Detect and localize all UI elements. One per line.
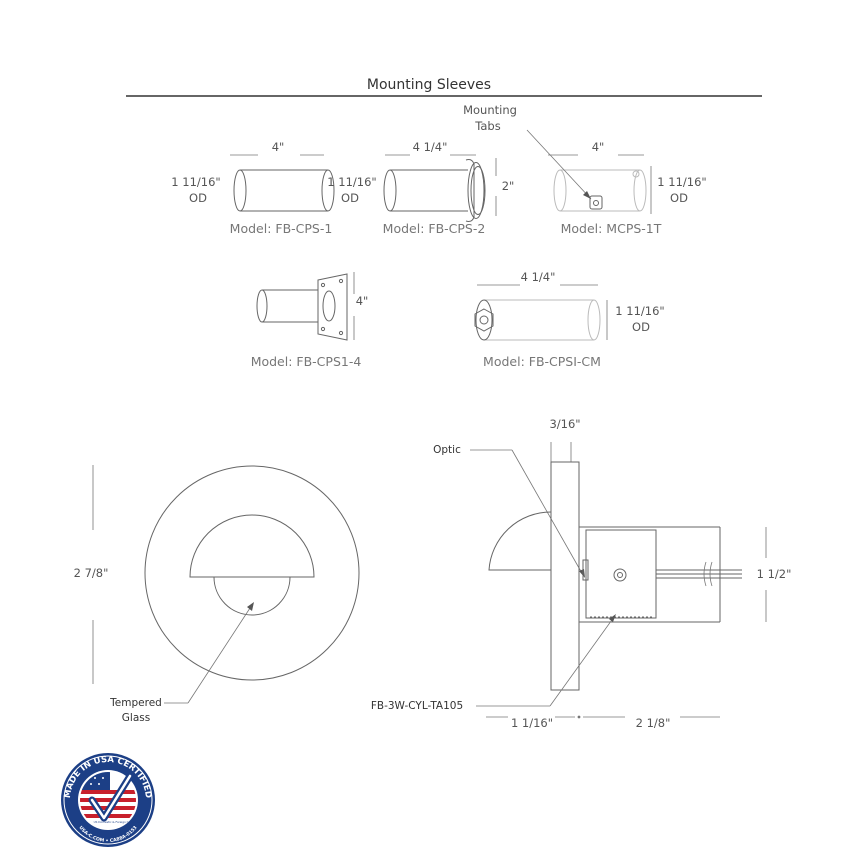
sleeve-mcps-1t: Mounting Tabs 4" 1 11/16" OD Model: MCPS… xyxy=(463,103,707,236)
cps1-od-label: OD xyxy=(189,191,207,205)
cpsicm-od-size: 1 11/16" xyxy=(615,304,664,318)
cpsicm-length-dim: 4 1/4" xyxy=(521,270,556,284)
cps14-plate-dim: 4" xyxy=(356,294,369,308)
mounting-tabs-label-2: Tabs xyxy=(474,119,500,133)
cps2-height-dim: 2" xyxy=(502,179,515,193)
made-in-usa-badge: MADE IN USA CERTIFIED USA-C.COM • CA88A-… xyxy=(61,753,155,847)
model-label-cps2: Model: FB-CPS-2 xyxy=(383,221,486,236)
tempered-glass-label-1: Tempered xyxy=(109,697,162,709)
plate-thickness-dim: 3/16" xyxy=(549,417,580,431)
mcps-od-size: 1 11/16" xyxy=(657,175,706,189)
housing-height-dim: 1 1/2" xyxy=(757,567,792,581)
model-label-cps1: Model: FB-CPS-1 xyxy=(230,221,333,236)
cps1-od-size: 1 11/16" xyxy=(171,175,220,189)
tempered-glass-label-2: Glass xyxy=(122,712,150,724)
sleeve-cps-2: 4 1/4" 2" 1 11/16" OD Model: FB-CPS-2 xyxy=(327,140,514,236)
front-height-dim: 2 7/8" xyxy=(74,566,109,580)
model-label-cps14: Model: FB-CPS1-4 xyxy=(251,354,362,369)
section-title: Mounting Sleeves xyxy=(367,77,491,93)
fixture-front-view: 2 7/8" Tempered Glass xyxy=(74,465,360,724)
sleeve-cps1-4: 4" Model: FB-CPS1-4 xyxy=(251,272,369,369)
mcps-od-label: OD xyxy=(670,191,688,205)
model-label-mcps1t: Model: MCPS-1T xyxy=(561,221,662,236)
cps1-length-dim: 4" xyxy=(272,140,285,154)
cps2-od-size: 1 11/16" xyxy=(327,175,376,189)
fixture-side-view: 3/16" Optic 1 1/2" FB-3W-CYL-TA105 1 1/ xyxy=(371,417,792,730)
cpsicm-od-label: OD xyxy=(632,320,650,334)
cps2-length-dim: 4 1/4" xyxy=(413,140,448,154)
badge-inner-text: US Domestic & Foreign Components xyxy=(94,820,145,824)
sleeve-cps-1: 4" 1 11/16" OD Model: FB-CPS-1 xyxy=(171,140,335,236)
fixture-model-label: FB-3W-CYL-TA105 xyxy=(371,700,463,712)
depth-back-dim: 2 1/8" xyxy=(636,716,671,730)
depth-front-dim: 1 1/16" xyxy=(511,716,553,730)
model-label-cpsicm: Model: FB-CPSI-CM xyxy=(483,354,601,369)
sleeve-cpsi-cm: 4 1/4" 1 11/16" OD Model: FB-CPSI-CM xyxy=(474,270,665,369)
mounting-tabs-label-1: Mounting xyxy=(463,103,517,117)
mcps-length-dim: 4" xyxy=(592,140,605,154)
optic-label: Optic xyxy=(433,444,461,456)
cps2-od-label: OD xyxy=(341,191,359,205)
